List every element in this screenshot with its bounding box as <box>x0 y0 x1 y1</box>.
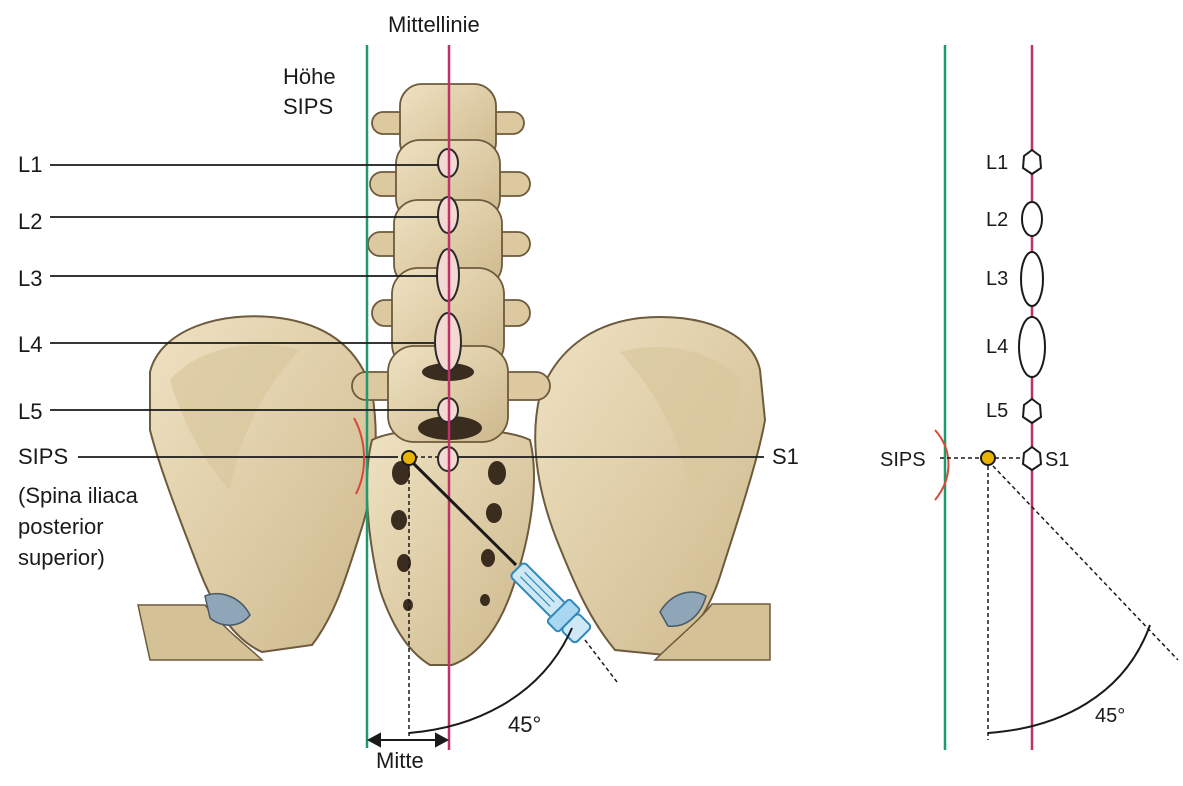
label-l2: L2 <box>18 209 42 235</box>
angle-arc-right <box>988 625 1150 733</box>
sips-height-label-line2: SIPS <box>283 92 336 122</box>
schematic-l4 <box>1019 317 1045 377</box>
center-label: Mitte <box>376 748 424 774</box>
label-s1: S1 <box>772 444 799 470</box>
schematic-label-l5: L5 <box>986 398 1008 424</box>
schematic-label-l2: L2 <box>986 207 1008 233</box>
label-sips: SIPS <box>18 444 68 470</box>
schematic-label-l4: L4 <box>986 334 1008 360</box>
mitte-arrow <box>369 734 447 746</box>
schematic-s1 <box>1023 447 1041 470</box>
schematic-l5 <box>1023 399 1041 423</box>
sips-marker-right <box>981 451 995 465</box>
label-l4: L4 <box>18 332 42 358</box>
angle-label-left: 45° <box>508 712 541 738</box>
needle-trajectory-right <box>993 466 1178 660</box>
schematic-l1 <box>1023 150 1041 174</box>
label-l3: L3 <box>18 266 42 292</box>
schematic-label-sips: SIPS <box>880 447 926 473</box>
label-l5: L5 <box>18 399 42 425</box>
schematic-label-l3: L3 <box>986 266 1008 292</box>
schematic-l2 <box>1022 202 1042 236</box>
schematic-l3 <box>1021 252 1043 306</box>
schematic-angle-label: 45° <box>1095 703 1125 729</box>
schematic-label-s1: S1 <box>1045 447 1069 473</box>
label-sips-full: (Spina iliaca posterior superior) <box>18 480 188 573</box>
midline-label: Mittellinie <box>388 12 480 38</box>
iliac-crest-red-right <box>935 430 949 500</box>
sips-height-label: Höhe SIPS <box>283 62 336 122</box>
sips-marker-left <box>402 451 416 465</box>
schematic-label-l1: L1 <box>986 150 1008 176</box>
sips-height-label-line1: Höhe <box>283 62 336 92</box>
label-l1: L1 <box>18 152 42 178</box>
